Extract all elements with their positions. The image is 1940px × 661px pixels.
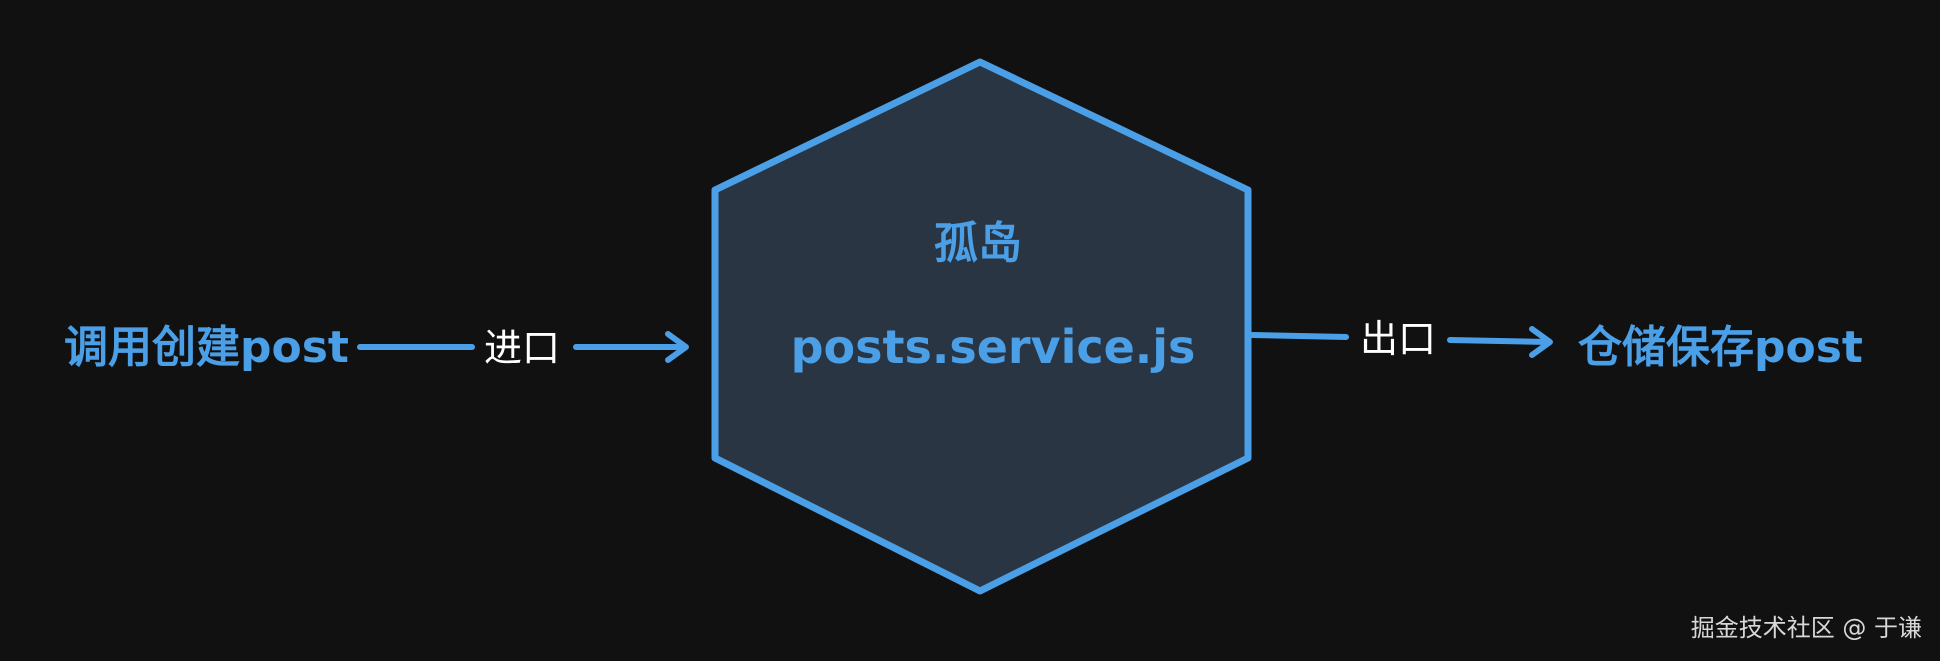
- caller-label: 调用创建post: [64, 322, 349, 373]
- island-title: 孤岛: [934, 218, 1022, 269]
- entry-arrowhead: [665, 331, 689, 363]
- exit-arrowhead: [1529, 326, 1553, 358]
- service-file-label: posts.service.js: [791, 320, 1196, 374]
- entry-label: 进口: [484, 326, 560, 370]
- exit-line-right: [1447, 337, 1551, 345]
- island-hexagon: [711, 58, 1252, 595]
- exit-label: 出口: [1360, 317, 1436, 361]
- watermark-text: 掘金技术社区 @ 于谦: [1691, 614, 1922, 642]
- repository-label: 仓储保存post: [1578, 322, 1863, 373]
- exit-line-left: [1249, 332, 1349, 340]
